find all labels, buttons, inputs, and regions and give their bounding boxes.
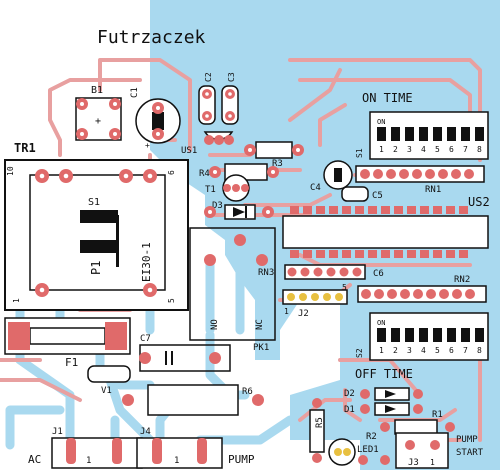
label-c1: C1 [130, 87, 140, 98]
dip2-num-4: 4 [421, 346, 426, 355]
capacitor-c5 [341, 186, 369, 202]
label-j2-pin5: 5 [342, 283, 347, 292]
dip2-num-1: 1 [379, 346, 384, 355]
label-rn2: RN2 [454, 275, 470, 285]
dip1-num-5: 5 [435, 145, 440, 154]
label-d3: D3 [212, 201, 223, 211]
dip1-num-3: 3 [407, 145, 412, 154]
label-pump-start-1: PUMP [456, 435, 478, 445]
connector-j3 [395, 432, 449, 469]
svg-text:+: + [95, 116, 101, 127]
resistor-r1 [394, 419, 438, 435]
label-pump: PUMP [228, 453, 255, 466]
label-j2: J2 [298, 309, 309, 319]
label-r6: R6 [242, 387, 253, 397]
label-nc: NC [255, 319, 265, 330]
label-c7: C7 [140, 334, 151, 344]
dip-switch-s2 [369, 312, 489, 361]
dip1-num-1: 1 [379, 145, 384, 154]
dip1-num-4: 4 [421, 145, 426, 154]
dip1-num-6: 6 [449, 145, 454, 154]
dip1-num-8: 8 [477, 145, 482, 154]
resistor-r5 [309, 409, 325, 453]
label-s1-inner: S1 [88, 197, 100, 208]
relay-pk1 [189, 227, 276, 341]
label-s1: S1 [355, 148, 364, 158]
label-ei30: EI30-1 [140, 242, 153, 282]
label-pin1-tr: 1 [12, 298, 21, 303]
ic-us2-pins [290, 206, 468, 258]
label-us2: US2 [468, 195, 490, 209]
transformer-core-mark [80, 210, 118, 223]
label-c5: C5 [372, 191, 383, 201]
label-us1: US1 [181, 146, 197, 156]
label-f1: F1 [65, 356, 78, 369]
label-pin6: 6 [167, 170, 176, 175]
label-on-time: ON TIME [362, 91, 413, 105]
label-d1: D1 [344, 405, 355, 415]
label-r4: R4 [199, 169, 210, 179]
dip2-num-6: 6 [449, 346, 454, 355]
label-s2: S2 [355, 348, 364, 358]
dip2-num-3: 3 [407, 346, 412, 355]
label-c2: C2 [204, 72, 213, 82]
label-led1: LED1 [357, 445, 379, 455]
transformer-inner [29, 174, 166, 291]
label-rn1: RN1 [425, 185, 441, 195]
transformer-core-mark-2 [80, 240, 118, 253]
label-c6: C6 [373, 269, 384, 279]
resistor-r3 [255, 141, 293, 159]
label-pin10: 10 [6, 166, 15, 176]
dip1-num-2: 2 [393, 145, 398, 154]
dip1-num-7: 7 [463, 145, 468, 154]
label-j1: J1 [52, 427, 63, 437]
label-d2: D2 [344, 389, 355, 399]
label-pin5-tr: 5 [167, 298, 176, 303]
label-c3: C3 [227, 72, 236, 82]
label-c4: C4 [310, 183, 321, 193]
label-j4-pin1: 1 [174, 456, 179, 466]
connector-j4 [136, 437, 223, 469]
label-t1: T1 [205, 185, 216, 195]
label-off-time: OFF TIME [355, 367, 413, 381]
label-j4: J4 [140, 427, 151, 437]
dip2-num-8: 8 [477, 346, 482, 355]
board-title: Futrzaczek [97, 27, 206, 48]
label-p1: P1 [89, 261, 103, 275]
label-v1: V1 [101, 386, 112, 396]
label-no: NO [210, 319, 220, 330]
label-pk1: PK1 [253, 343, 269, 353]
varistor-v1 [87, 365, 131, 383]
label-tr1: TR1 [14, 141, 36, 155]
dip-s1-switches [377, 127, 484, 141]
label-r5: R5 [315, 417, 325, 428]
label-j2-pin1: 1 [284, 307, 289, 316]
label-pump-start-2: START [456, 448, 484, 458]
label-r1: R1 [432, 410, 443, 420]
label-b1: B1 [91, 85, 103, 96]
dip2-num-7: 7 [463, 346, 468, 355]
dip-s2-switches [377, 328, 484, 342]
label-on-dip: ON [377, 118, 385, 126]
dip2-num-2: 2 [393, 346, 398, 355]
svg-text:+: + [145, 141, 150, 150]
dip2-num-5: 5 [435, 346, 440, 355]
label-j1-pin1: 1 [86, 456, 91, 466]
resistor-r6 [147, 384, 239, 416]
connector-j1 [51, 437, 143, 469]
ic-us2 [282, 215, 489, 249]
label-r3: R3 [272, 159, 283, 169]
label-r2: R2 [366, 432, 377, 442]
label-ac: AC [28, 453, 41, 466]
label-j3-pin1: 1 [430, 458, 435, 467]
label-rn3: RN3 [258, 268, 274, 278]
label-on-dip2: ON [377, 319, 385, 327]
dip-switch-s1 [369, 111, 489, 160]
label-j3: J3 [408, 458, 419, 468]
